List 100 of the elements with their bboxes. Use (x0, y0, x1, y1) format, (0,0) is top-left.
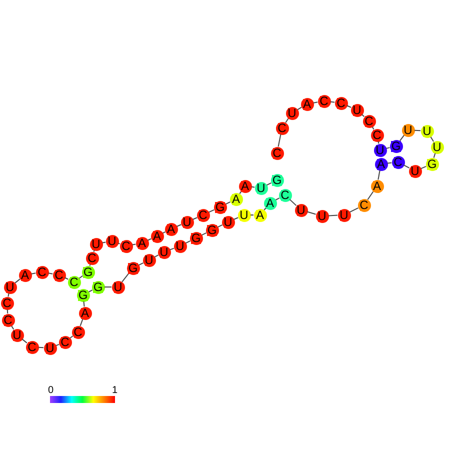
nucleotide-circle (264, 196, 276, 210)
nucleotide-letter: C (280, 190, 290, 200)
backbone-line (56, 344, 60, 346)
backbone-line (122, 272, 130, 282)
backbone-line (83, 300, 85, 308)
nucleotide-letter: G (93, 282, 103, 292)
nucleotide-letter: U (422, 126, 432, 136)
nucleotide-letter: C (88, 252, 96, 264)
nucleotide-letter: G (78, 290, 88, 300)
nucleotide-circle (164, 222, 178, 236)
nucleotide-circle (300, 98, 314, 110)
backbone-line (208, 209, 215, 213)
nucleotide-letter: G (391, 140, 401, 152)
nucleotide-letter: C (70, 276, 78, 288)
nucleotide-circle (238, 180, 252, 192)
nucleotide-letter: C (4, 314, 12, 326)
backbone-line (102, 242, 106, 244)
backbone-line (217, 224, 223, 228)
nucleotide-letter: U (410, 166, 420, 176)
nucleotide-letter: U (108, 236, 116, 246)
backbone-line (330, 101, 336, 103)
nucleotide-letter: A (20, 270, 29, 280)
nucleotide-letter: U (256, 182, 266, 194)
nucleotide-letter: A (266, 198, 274, 208)
nucleotide-letter: C (28, 342, 36, 352)
backbone-line (8, 292, 10, 298)
nucleotide-letter: U (288, 108, 296, 118)
nucleotide-letter: A (80, 308, 89, 318)
backbone-line (132, 244, 136, 246)
backbone-line (306, 211, 316, 215)
nucleotide-letter: C (278, 122, 286, 134)
nucleotide-letter: U (376, 144, 384, 156)
nucleotide-letter: G (83, 266, 93, 278)
backbone-line (346, 105, 352, 108)
nucleotide-letter: A (152, 230, 161, 242)
backbone-line (378, 170, 380, 180)
nucleotide-letter: C (364, 116, 374, 126)
nucleotide-letter: U (432, 142, 442, 152)
backbone-line (289, 198, 297, 206)
backbone-line (80, 318, 84, 326)
backbone-line (176, 224, 182, 227)
backbone-line (285, 118, 289, 124)
backbone-line (48, 272, 54, 274)
backbone-line (233, 217, 239, 220)
backbone-line (312, 102, 318, 104)
nucleotide-letter: A (256, 210, 264, 220)
nucleotide-letter: U (240, 210, 248, 220)
nucleotide-letter: A (232, 194, 240, 204)
nucleotide-letter: U (296, 204, 306, 216)
nucleotide-letter: U (6, 282, 14, 292)
backbone-line (225, 201, 231, 205)
nucleotide-letter: G (128, 262, 138, 274)
nucleotide-letter: C (394, 156, 402, 168)
nucleotide-letter: C (74, 326, 82, 338)
nucleotide-letter: U (114, 282, 122, 292)
nucleotide-letter: U (340, 210, 348, 220)
nucleotide-circle (230, 192, 242, 206)
nucleotide-letter: U (46, 342, 54, 354)
backbone-line (93, 250, 95, 252)
nucleotide-letter: C (122, 240, 130, 252)
nucleotide-letter: U (404, 124, 412, 136)
backbone-line (266, 182, 272, 186)
nucleotide-letter: C (198, 210, 208, 220)
nucleotide-letter: G (427, 158, 437, 170)
nucleotide-letter: G (272, 174, 282, 186)
backbone-line (239, 190, 242, 194)
nucleotide-letter: A (376, 158, 385, 170)
nucleotide-letter: U (92, 238, 100, 250)
backbone-line (30, 272, 36, 274)
nucleotide-letter: C (372, 130, 382, 140)
nucleotide-circle (18, 268, 32, 282)
nucleotide-letter: C (272, 148, 282, 158)
backbone-line (170, 248, 174, 250)
backbone-line (192, 217, 198, 220)
nucleotide-letter: U (224, 216, 232, 228)
backbone-line (367, 190, 374, 200)
nucleotide-letter: A (302, 98, 311, 110)
nucleotide-letter: U (144, 254, 154, 266)
nucleotide-letter: C (38, 266, 46, 278)
backbone-line (278, 134, 282, 148)
backbone-line (297, 106, 302, 110)
backbone-line (138, 262, 144, 266)
nucleotide-letter: G (207, 224, 217, 236)
nucleotide-letter: U (12, 330, 22, 340)
nucleotide-letter: U (352, 104, 362, 116)
backbone-line (403, 164, 410, 168)
backbone-line (201, 232, 207, 236)
scale-tick-label: 0 (48, 386, 54, 396)
backbone-line (38, 346, 44, 348)
nucleotide-letter: G (215, 202, 225, 212)
nucleotide-letter: U (318, 210, 326, 222)
nucleotide-letter: C (54, 270, 64, 280)
nucleotide-circle (254, 208, 266, 222)
nucleotide-letter: C (60, 336, 70, 348)
backbone-line (399, 134, 405, 142)
nucleotide-letter: U (160, 246, 168, 258)
scale-tick-label: 1 (112, 386, 118, 396)
nucleotide-letter: G (191, 232, 201, 244)
backbone-line (414, 130, 421, 132)
nucleotide-letter: A (240, 180, 249, 192)
